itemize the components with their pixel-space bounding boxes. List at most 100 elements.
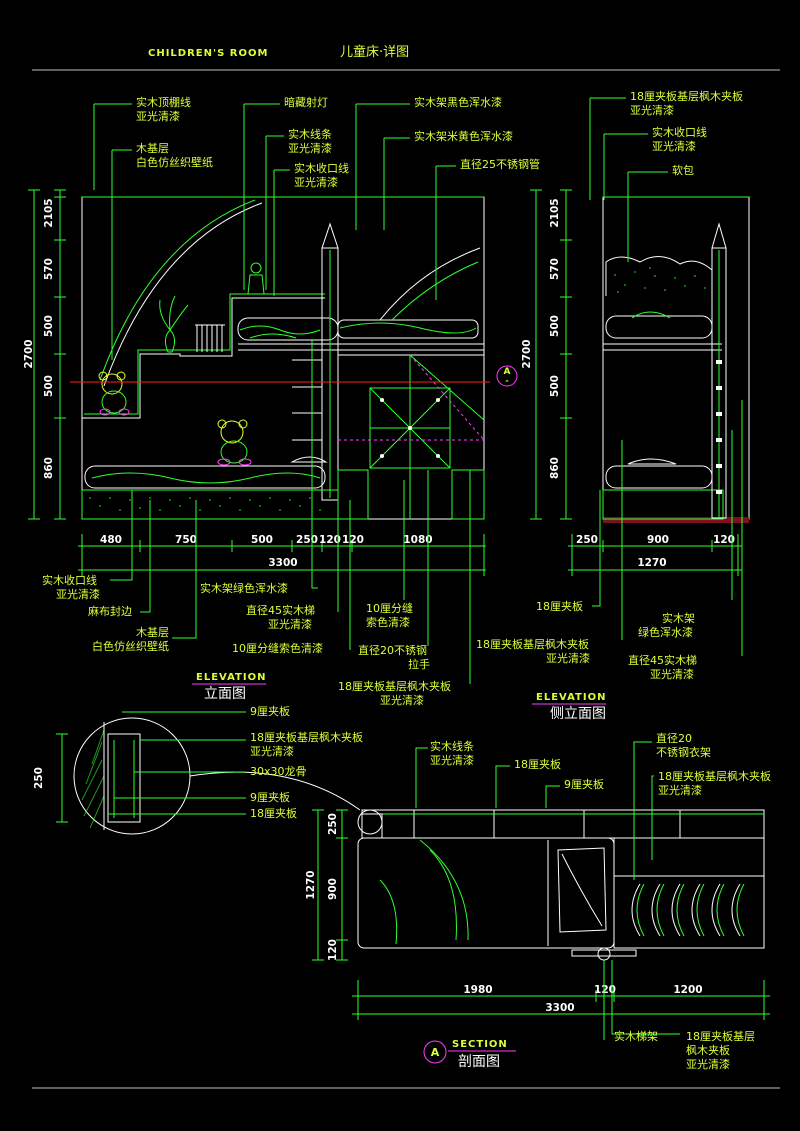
dim-h-6: 120: [342, 534, 364, 546]
side-elevation-drawing: 2105 570 500 500 860 2700 250 900 120 12…: [476, 89, 750, 722]
label-section-18mm: 18厘夹板: [514, 757, 561, 771]
floor-strip: [603, 517, 749, 523]
elevation-heading-en: ELEVATION: [196, 672, 266, 683]
label-detail-18mm: 18厘夹板: [250, 806, 297, 820]
svg-text:SECTION: SECTION: [452, 1039, 508, 1050]
elevation-vertical-dimensions: 2105 570 500 500 860 2700: [23, 189, 66, 520]
svg-text:250: 250: [327, 813, 339, 835]
wall-detail-drawing: 250 9厘夹板 18厘夹板基层枫木夹板 亚光清漆 30x30龙骨 9厘夹板 1…: [33, 704, 383, 835]
detail-dim: 250: [33, 767, 45, 789]
label-wood-strip: 实木线条: [288, 127, 332, 141]
svg-text:120: 120: [713, 534, 735, 546]
elevation-heading-cn: 立面图: [204, 686, 246, 702]
svg-text:亚光清漆: 亚光清漆: [652, 139, 696, 153]
label-side-ladder: 直径45实木梯: [628, 653, 697, 667]
label-side-edge-trim: 实木收口线: [652, 125, 707, 139]
label-frame-beige-paint: 实木架米黄色浑水漆: [414, 129, 513, 143]
svg-text:亚光清漆: 亚光清漆: [288, 141, 332, 155]
label-side-18mm-board: 18厘夹板: [536, 599, 583, 613]
label-gap-stain: 10厘分缝索色清漆: [232, 641, 323, 655]
title-chinese: 儿童床·详图: [340, 44, 409, 60]
dim-h-7: 1080: [403, 534, 432, 546]
svg-text:亚光清漆: 亚光清漆: [380, 693, 424, 707]
svg-text:亚光清漆: 亚光清漆: [630, 103, 674, 117]
curved-wall: [99, 199, 256, 381]
label-detail-9mm-2: 9厘夹板: [250, 790, 290, 804]
svg-text:2105: 2105: [549, 198, 561, 227]
section-drawing: 250 900 120 1270 1980 120 1200 3300 实木线条…: [305, 731, 771, 1071]
label-detail-9mm: 9厘夹板: [250, 704, 290, 718]
cabinet: [337, 354, 485, 520]
svg-text:索色清漆: 索色清漆: [366, 615, 410, 629]
hanger-rail: [631, 883, 741, 937]
room-outline: [81, 196, 485, 520]
svg-text:亚光清漆: 亚光清漆: [430, 753, 474, 767]
label-section-wood-strip: 实木线条: [430, 739, 474, 753]
section-callout-letter-bottom: A: [431, 1046, 440, 1059]
label-ceiling-trim: 实木顶棚线: [136, 95, 191, 109]
label-detail-keel: 30x30龙骨: [250, 765, 307, 778]
svg-text:900: 900: [647, 534, 669, 546]
lower-bed: [81, 456, 339, 520]
elevation-drawing: A - 2105 570 500 500 860 2700: [23, 95, 540, 707]
pillow: [557, 847, 607, 933]
dim-h-2: 750: [175, 534, 197, 546]
side-horizontal-dimensions: 250 900 120 1270: [568, 534, 742, 576]
label-wood-ladder: 直径45实木梯: [246, 603, 315, 617]
ladder: [292, 359, 322, 441]
sheet-header: CHILDREN'S ROOM 儿童床·详图: [32, 44, 780, 1089]
label-steel-handle: 直径20不锈钢: [358, 643, 427, 657]
svg-text:侧立面图: 侧立面图: [550, 706, 606, 722]
svg-text:900: 900: [327, 878, 339, 900]
vase-plant-icon: [159, 295, 189, 353]
label-section-maple: 18厘夹板基层枫木夹板: [658, 769, 771, 783]
svg-text:枫木夹板: 枫木夹板: [686, 1043, 730, 1057]
teddy-bear-icon: [217, 419, 252, 466]
label-10mm-gap: 10厘分缝: [366, 601, 413, 615]
svg-text:500: 500: [549, 315, 561, 337]
svg-text:2700: 2700: [521, 339, 533, 368]
label-section-ladder-frame: 实木梯架: [614, 1029, 658, 1043]
svg-text:剖面图: 剖面图: [458, 1054, 500, 1070]
pencil-post: [321, 222, 339, 501]
dim-h-4: 250: [296, 534, 318, 546]
svg-text:亚光清漆: 亚光清漆: [686, 1057, 730, 1071]
elevation-heading: ELEVATION 立面图: [192, 672, 266, 702]
section-heading: A SECTION 剖面图: [423, 1039, 516, 1070]
label-section-maple-bottom: 18厘夹板基层: [686, 1029, 755, 1043]
label-edge-trim-bottom: 实木收口线: [42, 573, 97, 587]
svg-text:500: 500: [549, 375, 561, 397]
dim-v-1: 2105: [43, 198, 55, 227]
svg-text:亚光清漆: 亚光清漆: [294, 175, 338, 189]
svg-text:120: 120: [327, 939, 339, 961]
dim-h-1: 480: [100, 534, 122, 546]
label-linen-edge: 麻布封边: [88, 604, 132, 618]
svg-text:570: 570: [549, 258, 561, 280]
teddy-bear-icon: [98, 371, 130, 416]
svg-text:1200: 1200: [673, 984, 702, 996]
svg-text:亚光清漆: 亚光清漆: [250, 744, 294, 758]
svg-text:亚光清漆: 亚光清漆: [658, 783, 702, 797]
label-frame-black-paint: 实木架黑色浑水漆: [414, 95, 502, 109]
dim-v-3: 500: [43, 315, 55, 337]
svg-text:1270: 1270: [305, 870, 317, 899]
soft-pack-panel: [605, 256, 713, 296]
svg-text:白色仿丝织壁纸: 白色仿丝织壁纸: [136, 155, 213, 169]
dim-v-5: 860: [43, 457, 55, 479]
svg-text:120: 120: [594, 984, 616, 996]
label-steel-pipe: 直径25不锈钢管: [460, 157, 540, 171]
elevation-horizontal-dimensions: 480 750 500 250 120 120 1080 3300: [78, 534, 486, 576]
label-hidden-spotlight: 暗藏射灯: [284, 95, 328, 109]
svg-text:不锈钢衣架: 不锈钢衣架: [656, 745, 711, 759]
bookshelf: [195, 324, 225, 352]
section-top-labels: 实木线条 亚光清漆 18厘夹板 9厘夹板 直径20 不锈钢衣架 18厘夹板基层枫…: [415, 731, 771, 880]
svg-text:亚光清漆: 亚光清漆: [136, 109, 180, 123]
title-english: CHILDREN'S ROOM: [148, 48, 268, 59]
label-maple-panel: 18厘夹板基层枫木夹板: [338, 679, 451, 693]
side-elevation-heading: ELEVATION 侧立面图: [532, 692, 606, 722]
svg-text:ELEVATION: ELEVATION: [536, 692, 606, 703]
svg-text:1980: 1980: [463, 984, 492, 996]
svg-text:绿色浑水漆: 绿色浑水漆: [638, 625, 693, 639]
label-wood-edge-trim: 实木收口线: [294, 161, 349, 175]
label-side-maple-bottom: 18厘夹板基层枫木夹板: [476, 637, 589, 651]
